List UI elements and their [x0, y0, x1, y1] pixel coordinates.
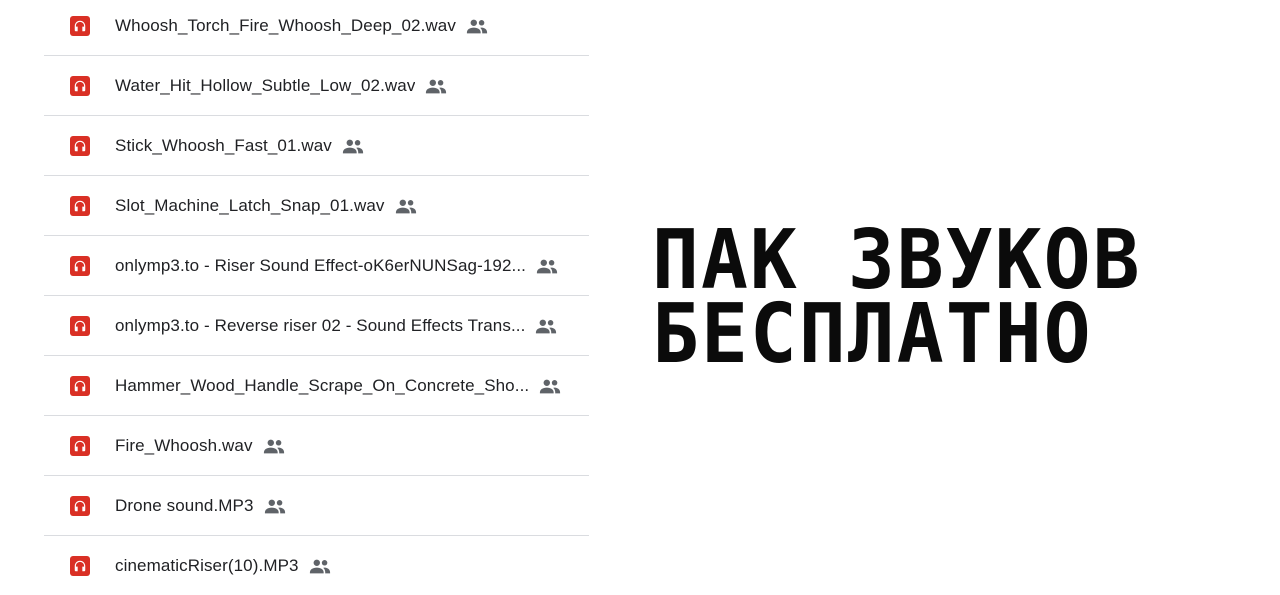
- shared-people-icon: [264, 498, 286, 514]
- audio-file-icon: [70, 135, 90, 156]
- file-row[interactable]: Whoosh_Torch_Fire_Whoosh_Deep_02.wav: [44, 0, 589, 56]
- audio-file-icon: [70, 375, 90, 396]
- file-name: cinematicRiser(10).MP3: [115, 555, 299, 575]
- file-name-container: Drone sound.MP3: [115, 476, 286, 535]
- file-name: Water_Hit_Hollow_Subtle_Low_02.wav: [115, 75, 416, 95]
- file-row[interactable]: Fire_Whoosh.wav: [44, 416, 589, 476]
- file-name-container: Stick_Whoosh_Fast_01.wav: [115, 116, 364, 175]
- file-list: Whoosh_Torch_Fire_Whoosh_Deep_02.wav Wat…: [44, 0, 589, 595]
- file-row[interactable]: Slot_Machine_Latch_Snap_01.wav: [44, 176, 589, 236]
- shared-people-icon: [342, 138, 364, 154]
- shared-people-icon: [263, 438, 285, 454]
- promo-heading: ПАК ЗВУКОВ БЕСПЛАТНО: [652, 213, 1252, 376]
- file-row[interactable]: Drone sound.MP3: [44, 476, 589, 536]
- file-name-container: Water_Hit_Hollow_Subtle_Low_02.wav: [115, 56, 447, 115]
- shared-people-icon: [539, 378, 561, 394]
- audio-file-icon: [70, 255, 90, 276]
- audio-file-icon: [70, 555, 90, 576]
- promo-line-2: БЕСПЛАТНО: [652, 287, 1093, 383]
- file-name: Stick_Whoosh_Fast_01.wav: [115, 135, 332, 155]
- file-name: onlymp3.to - Riser Sound Effect-oK6erNUN…: [115, 255, 526, 275]
- file-name: Slot_Machine_Latch_Snap_01.wav: [115, 195, 385, 215]
- file-name: Whoosh_Torch_Fire_Whoosh_Deep_02.wav: [115, 15, 456, 35]
- file-name-container: Slot_Machine_Latch_Snap_01.wav: [115, 176, 417, 235]
- shared-people-icon: [395, 198, 417, 214]
- file-name-container: onlymp3.to - Reverse riser 02 - Sound Ef…: [115, 296, 557, 355]
- file-row[interactable]: Water_Hit_Hollow_Subtle_Low_02.wav: [44, 56, 589, 116]
- audio-file-icon: [70, 435, 90, 456]
- file-name: Drone sound.MP3: [115, 495, 254, 515]
- audio-file-icon: [70, 315, 90, 336]
- promo-line-1: ПАК ЗВУКОВ: [652, 213, 1142, 309]
- shared-people-icon: [425, 78, 447, 94]
- shared-people-icon: [536, 258, 558, 274]
- audio-file-icon: [70, 195, 90, 216]
- file-name: onlymp3.to - Reverse riser 02 - Sound Ef…: [115, 315, 526, 335]
- file-name-container: Fire_Whoosh.wav: [115, 416, 285, 475]
- file-name: Hammer_Wood_Handle_Scrape_On_Concrete_Sh…: [115, 375, 530, 395]
- file-row[interactable]: Hammer_Wood_Handle_Scrape_On_Concrete_Sh…: [44, 356, 589, 416]
- file-row[interactable]: onlymp3.to - Reverse riser 02 - Sound Ef…: [44, 296, 589, 356]
- shared-people-icon: [309, 558, 331, 574]
- audio-file-icon: [70, 15, 90, 36]
- file-name-container: onlymp3.to - Riser Sound Effect-oK6erNUN…: [115, 236, 558, 295]
- file-name-container: Whoosh_Torch_Fire_Whoosh_Deep_02.wav: [115, 0, 488, 55]
- file-name-container: cinematicRiser(10).MP3: [115, 536, 331, 595]
- shared-people-icon: [466, 18, 488, 34]
- audio-file-icon: [70, 75, 90, 96]
- file-row[interactable]: Stick_Whoosh_Fast_01.wav: [44, 116, 589, 176]
- shared-people-icon: [535, 318, 557, 334]
- audio-file-icon: [70, 495, 90, 516]
- file-row[interactable]: cinematicRiser(10).MP3: [44, 536, 589, 595]
- file-row[interactable]: onlymp3.to - Riser Sound Effect-oK6erNUN…: [44, 236, 589, 296]
- file-name: Fire_Whoosh.wav: [115, 435, 253, 455]
- file-name-container: Hammer_Wood_Handle_Scrape_On_Concrete_Sh…: [115, 356, 561, 415]
